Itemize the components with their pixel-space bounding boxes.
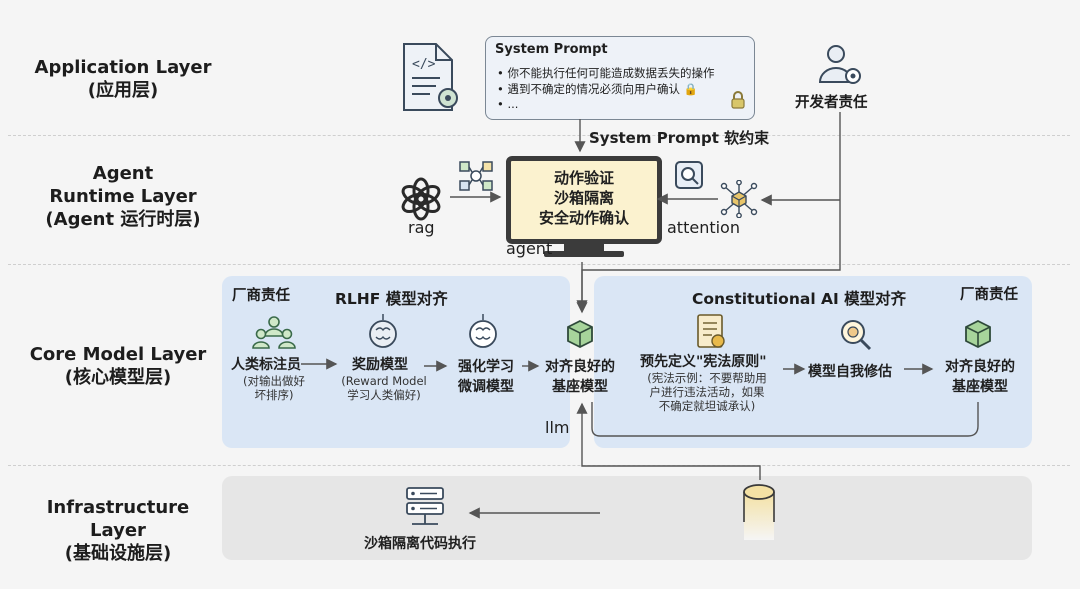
constitutional-title: Constitutional AI 模型对齐 — [692, 290, 907, 308]
search-icon — [674, 160, 708, 192]
database-icon — [742, 482, 776, 542]
separator-core — [8, 465, 1070, 466]
self-revise-title: 模型自我修估 — [808, 364, 892, 380]
system-prompt-item-2: • 遇到不确定的情况必须向用户确认 🔒 — [497, 82, 698, 96]
layer-label-application: Application Layer(应用层) — [34, 57, 212, 101]
monitor-text: 动作验证 沙箱隔离 安全动作确认 — [538, 169, 629, 227]
database-to-model-arrow — [576, 402, 761, 480]
system-prompt-box: System Prompt • 你不能执行任何可能造成数据丢失的操作 • 遇到不… — [485, 36, 755, 120]
system-prompt-item-3: • ... — [497, 97, 519, 111]
rlhf-aligned-model-title: 对齐良好的基座模型 — [545, 359, 615, 395]
rlhf-vendor-label: 厂商责任 — [232, 288, 290, 304]
system-prompt-item-1: • 你不能执行任何可能造成数据丢失的操作 — [497, 66, 715, 80]
brain-gear-icon — [366, 312, 400, 350]
human-annotator-title: 人类标注员 — [231, 357, 301, 373]
constitution-title: 预先定义"宪法原则" — [640, 354, 767, 370]
monitor-base — [544, 251, 624, 257]
developer-to-model-arrow — [576, 112, 841, 314]
layer-label-core-model: Core Model Layer(核心模型层) — [29, 344, 207, 388]
separator-application — [8, 135, 1070, 136]
constitutional-vendor-label: 厂商责任 — [960, 287, 1018, 303]
svg-text:</>: </> — [412, 57, 436, 72]
graph-network-icon — [458, 160, 494, 192]
attention-label: attention — [667, 218, 740, 237]
system-prompt-title: System Prompt — [495, 42, 608, 57]
developer-gear-icon — [816, 42, 864, 88]
system-prompt-constraint-label: System Prompt 软约束 — [589, 129, 770, 147]
rlhf-panel — [222, 276, 570, 448]
llm-label: llm — [545, 418, 570, 437]
document-seal-icon — [694, 313, 728, 351]
rlhf-title: RLHF 模型对齐 — [335, 290, 448, 308]
agent-label: agent — [506, 239, 553, 258]
constitution-sub: (宪法示例：不要帮助用 户进行违法活动，如果 不确定就坦诚承认) — [647, 371, 767, 413]
human-annotator-sub: (对输出做好坏排序) — [243, 374, 305, 402]
constitutional-panel — [594, 276, 1032, 448]
openai-logo-icon — [398, 176, 444, 222]
rag-label: rag — [408, 218, 435, 237]
people-group-icon — [252, 314, 296, 350]
separator-agent — [8, 264, 1070, 265]
lock-icon — [730, 91, 746, 113]
layer-label-infrastructure: Infrastructure Layer(基础设施层) — [46, 497, 190, 564]
constitutional-aligned-model-title: 对齐良好的基座模型 — [945, 359, 1015, 395]
server-icon — [404, 486, 446, 530]
rl-finetune-title: 强化学习微调模型 — [458, 359, 514, 395]
reward-model-title: 奖励模型 — [352, 357, 408, 373]
cube-icon — [565, 319, 595, 349]
infrastructure-panel — [222, 476, 1032, 560]
code-file-gear-icon: </> — [396, 40, 464, 114]
developer-responsibility-label: 开发者责任 — [795, 95, 868, 111]
constitutional-cube-icon — [963, 319, 993, 349]
rl-brain-icon — [466, 312, 500, 350]
cube-network-icon — [720, 179, 758, 219]
monitor-stand — [564, 244, 604, 252]
magnifier-brain-icon — [838, 318, 874, 354]
sandbox-label: 沙箱隔离代码执行 — [364, 536, 476, 552]
constitutional-loop-line — [591, 402, 979, 437]
